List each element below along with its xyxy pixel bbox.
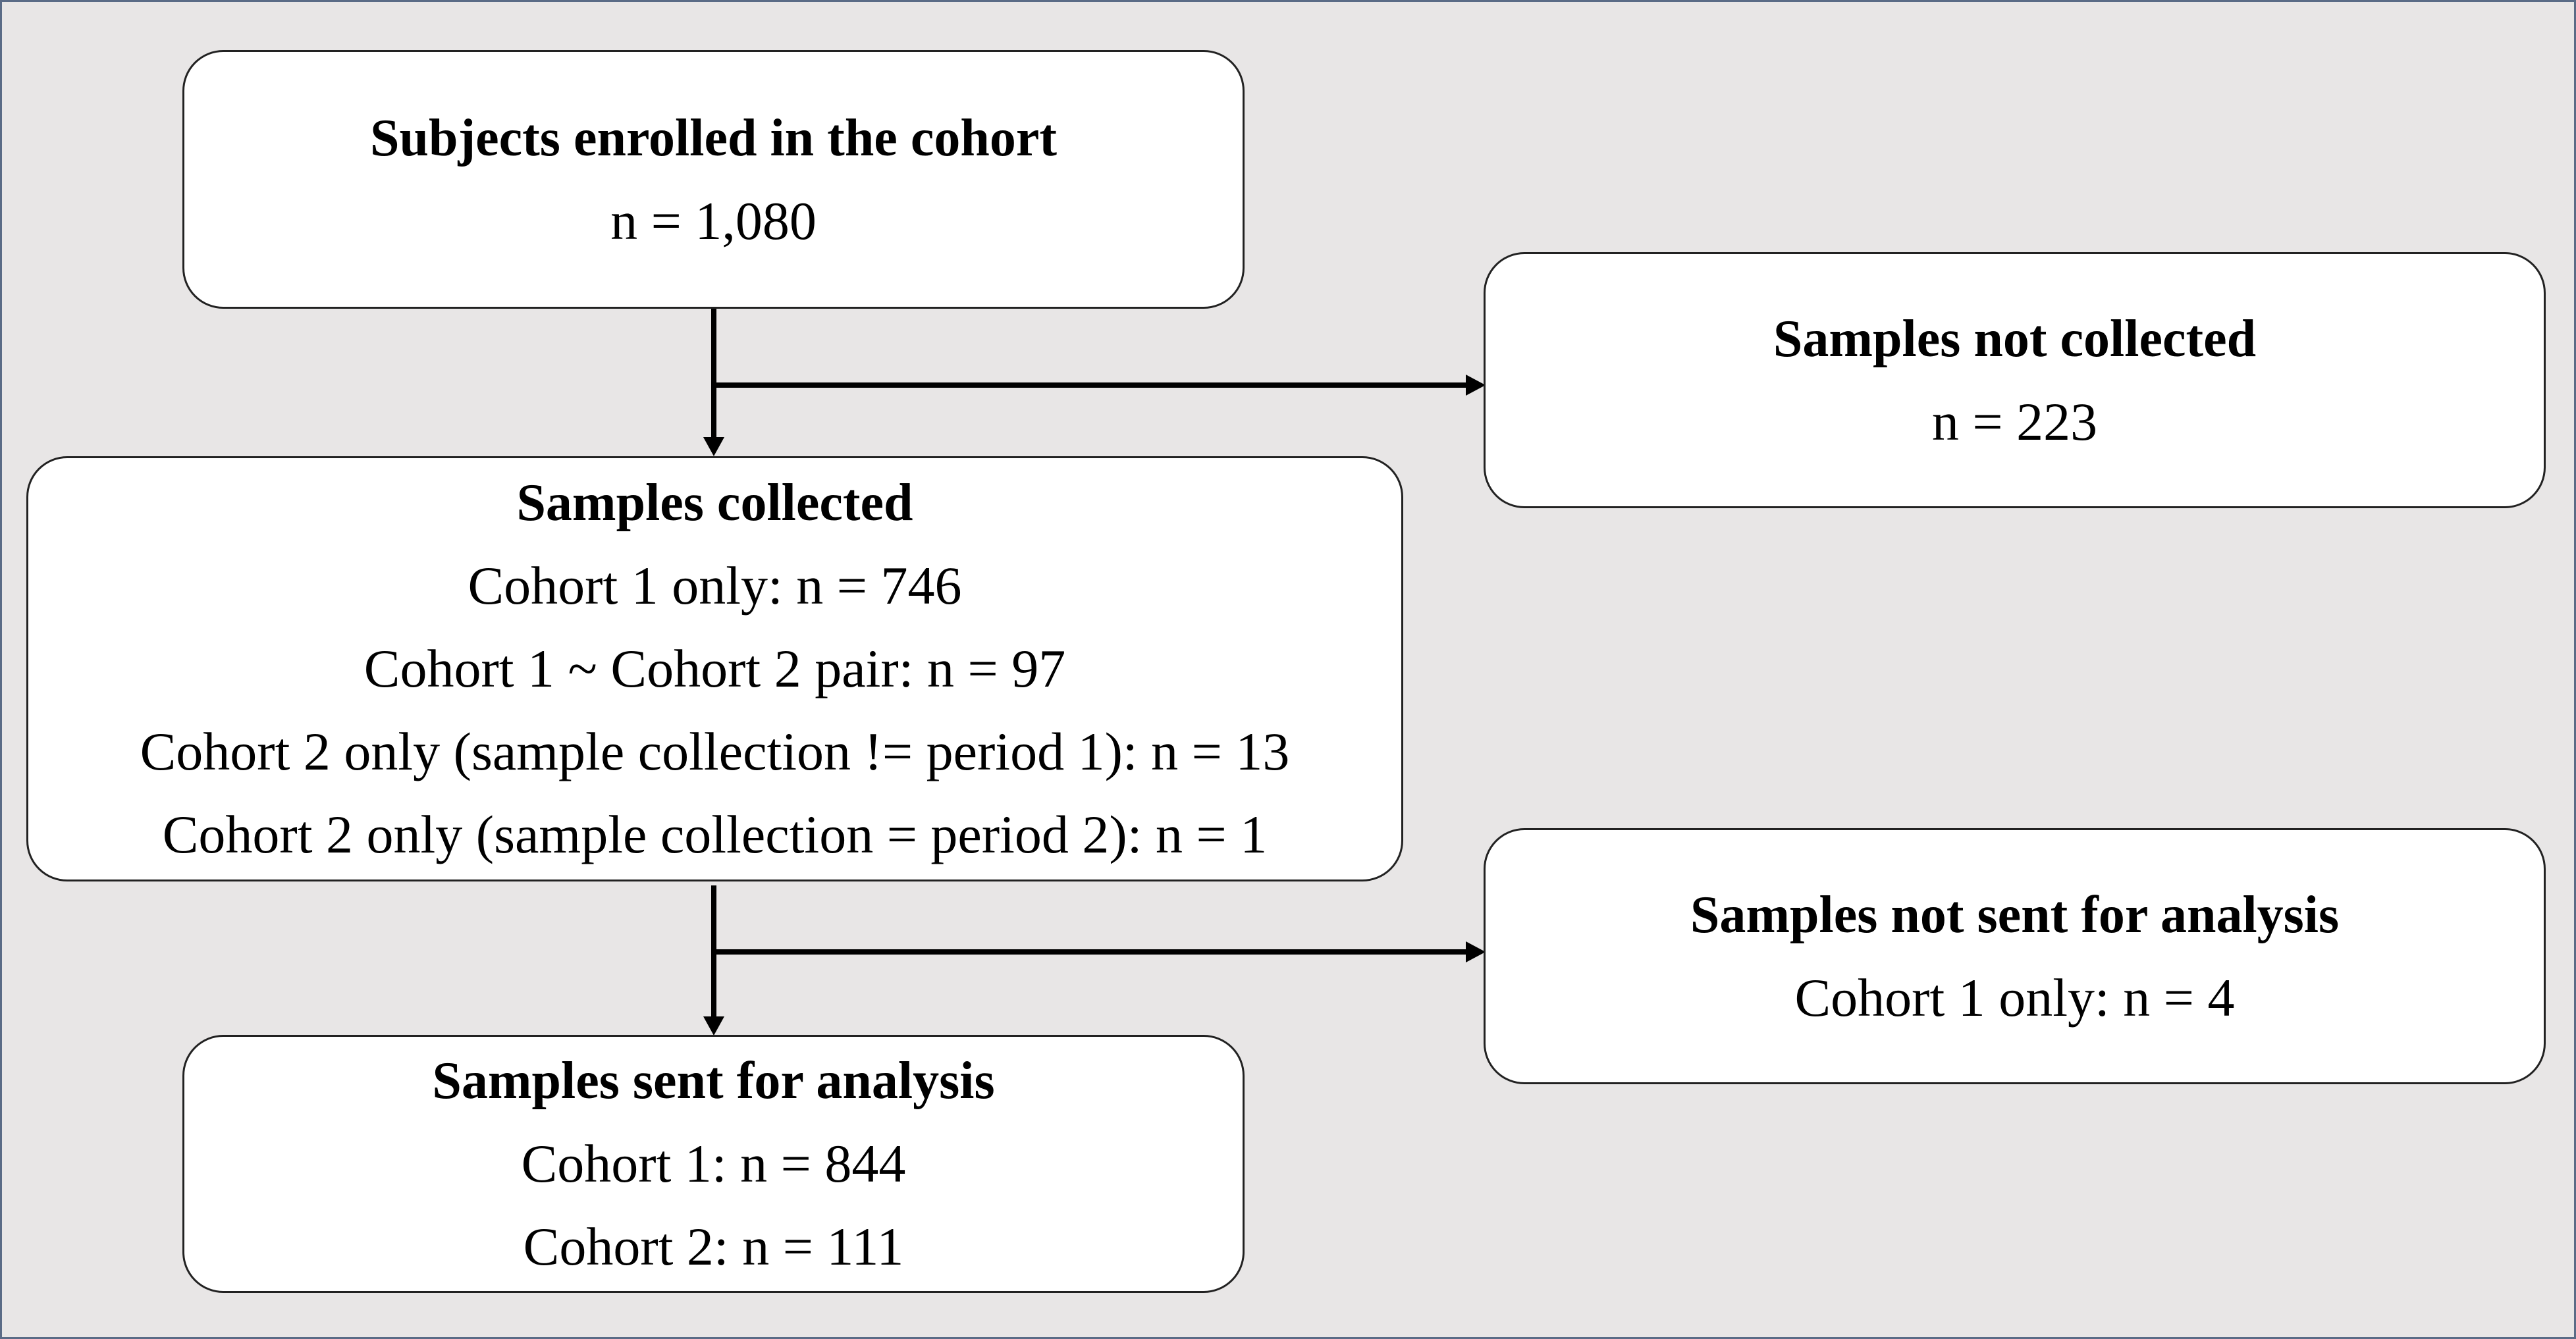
collected-line-cohort1-only: Cohort 1 only: n = 746 (468, 556, 962, 616)
not-sent-count: Cohort 1 only: n = 4 (1794, 967, 2235, 1028)
arrowhead-down-sent (703, 1016, 724, 1036)
not-sent-box: Samples not sent for analysis Cohort 1 o… (1484, 828, 2546, 1084)
arrowhead-right-not-collected (1466, 375, 1486, 396)
not-collected-box: Samples not collected n = 223 (1484, 252, 2546, 508)
collected-line-cohort2-not-period1: Cohort 2 only (sample collection != peri… (140, 722, 1290, 781)
sent-line-cohort2: Cohort 2: n = 111 (523, 1217, 904, 1276)
collected-line-cohort2-period2: Cohort 2 only (sample collection = perio… (162, 804, 1268, 864)
sent-line-cohort1: Cohort 1: n = 844 (521, 1134, 906, 1194)
not-collected-title: Samples not collected (1773, 309, 2257, 368)
sent-title: Samples sent for analysis (432, 1052, 995, 1110)
collected-title: Samples collected (516, 474, 913, 532)
collected-line-pair: Cohort 1 ~ Cohort 2 pair: n = 97 (363, 639, 1066, 698)
arrowhead-down-collected (703, 437, 724, 456)
arrowhead-right-not-sent (1466, 941, 1486, 962)
not-collected-count: n = 223 (1931, 391, 2098, 452)
collected-box: Samples collected Cohort 1 only: n = 746… (26, 456, 1403, 881)
enrolled-title: Subjects enrolled in the cohort (370, 109, 1057, 167)
enrolled-count: n = 1,080 (610, 190, 817, 251)
sent-box: Samples sent for analysis Cohort 1: n = … (182, 1035, 1245, 1293)
enrolled-box: Subjects enrolled in the cohort n = 1,08… (182, 50, 1245, 309)
not-sent-title: Samples not sent for analysis (1690, 885, 2340, 944)
